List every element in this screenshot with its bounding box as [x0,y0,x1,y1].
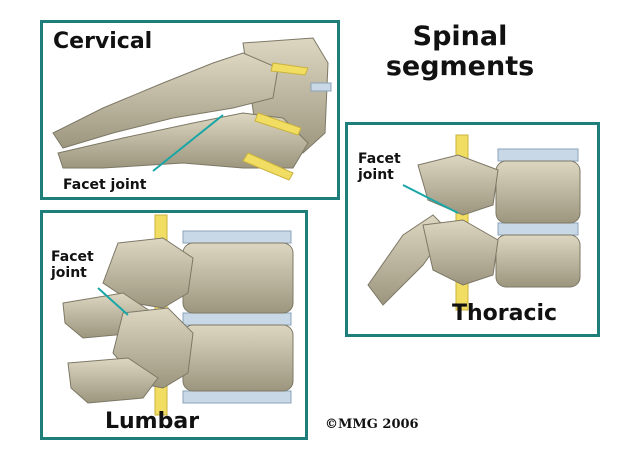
thoracic-disc [497,222,579,236]
lumbar-spinous-process [67,357,159,404]
thoracic-panel: Facet joint Thoracic [345,122,600,337]
cervical-nerve-root [254,112,302,136]
thoracic-vertebral-body [495,160,581,224]
thoracic-vertebral-body [495,234,581,288]
cervical-disc [310,82,332,92]
thoracic-illustration [367,134,581,311]
thoracic-label: Thoracic [452,301,558,326]
thoracic-vertebra-upper [417,154,499,216]
thoracic-facet-line-2: joint [358,167,394,183]
cervical-vertebra-upper [52,52,279,149]
lumbar-vertebra-upper [102,237,194,309]
thoracic-vertebra-lower [422,219,499,286]
cervical-illustration [52,37,332,181]
lumbar-panel: Facet joint Lumbar [40,210,308,440]
thoracic-disc [497,148,579,162]
lumbar-label: Lumbar [105,409,200,434]
lumbar-disc [182,312,292,326]
lumbar-vertebral-body [182,242,294,314]
lumbar-disc [182,390,292,404]
thoracic-facet-line-1: Facet [358,151,401,167]
thoracic-facet-label: Facet joint [358,151,401,183]
cervical-facet-pointer [152,114,224,172]
cervical-facet-label: Facet joint [63,177,147,193]
title-line-1: Spinal [412,21,508,52]
lumbar-facet-label: Facet joint [51,249,94,281]
lumbar-facet-line-2: joint [51,265,87,281]
thoracic-facet-pointer [402,184,459,214]
cervical-vertebra-lower [57,112,309,169]
title-line-2: segments [385,51,535,82]
cervical-panel: Cervical Facet joint [40,20,340,200]
cervical-nerve-root [242,152,294,181]
cervical-label: Cervical [53,29,153,54]
lumbar-disc [182,230,292,244]
cervical-nerve-root [270,62,309,76]
copyright-text: ©MMG 2006 [325,417,419,432]
lumbar-facet-line-1: Facet [51,249,94,265]
page-title: Spinal segments [370,22,550,82]
lumbar-facet-pointer [97,287,129,316]
lumbar-illustration [62,214,294,416]
lumbar-vertebral-body [182,324,294,392]
